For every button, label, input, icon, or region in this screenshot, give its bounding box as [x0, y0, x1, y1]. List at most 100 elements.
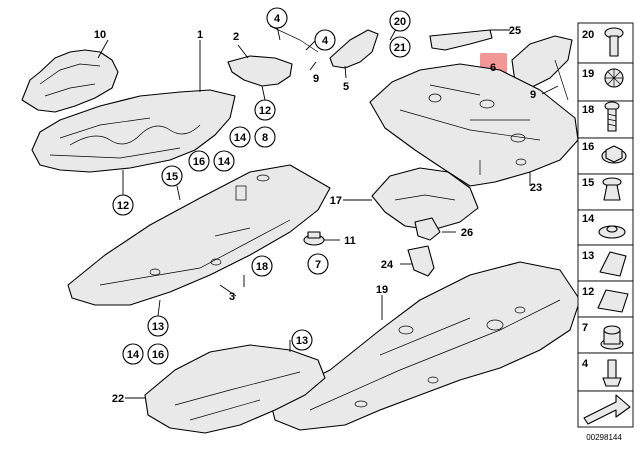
callout-4b-label: 4: [322, 35, 329, 47]
callout-22-label: 22: [112, 393, 124, 405]
part-5-drawing[interactable]: [269, 25, 379, 69]
callout-20-label: 21: [394, 42, 406, 54]
callout-7-label: 7: [315, 259, 321, 271]
part-25-drawing[interactable]: [429, 29, 493, 51]
part-17-drawing[interactable]: [371, 167, 479, 231]
callout-2-label: 2: [233, 31, 239, 43]
callout-4a[interactable]: 4: [266, 7, 288, 29]
callout-8b[interactable]: 8: [254, 126, 276, 148]
callout-10[interactable]: 10: [94, 29, 106, 41]
part-21-drawing[interactable]: [269, 261, 581, 431]
spring-nut-icon: [597, 289, 629, 313]
expanding-rivet-icon: [602, 177, 622, 201]
document-number: 00298144: [586, 433, 622, 442]
callout-11-label: 11: [344, 235, 356, 247]
callout-12a[interactable]: 12: [254, 99, 276, 121]
callout-9[interactable]: 9: [530, 89, 536, 101]
flange-nut-icon: [601, 145, 627, 164]
callout-14a-label: 14: [234, 132, 247, 144]
sidebar-label-19: 19: [582, 68, 594, 80]
fastener-sidebar: 20 19 18 16 15 14 13 12 7 4: [577, 22, 634, 442]
part-1-drawing[interactable]: [31, 89, 236, 173]
screw-icon: [604, 101, 620, 132]
callout-10-label: 10: [94, 29, 106, 41]
sidebar-label-4: 4: [582, 358, 589, 370]
part-24-drawing[interactable]: [407, 245, 435, 277]
callout-5-label: 5: [343, 81, 349, 93]
sidebar-label-13: 13: [582, 250, 594, 262]
sidebar-label-20: 20: [582, 29, 594, 41]
callout-14b-label: 14: [218, 156, 231, 168]
callout-25-label: 25: [509, 25, 521, 37]
callout-14b[interactable]: 14: [213, 150, 235, 172]
part-23-drawing[interactable]: [369, 63, 579, 187]
callout-18[interactable]: 18: [251, 255, 273, 277]
callout-14c-label: 14: [127, 349, 140, 361]
callout-14c[interactable]: 14: [122, 343, 144, 365]
callout-16b[interactable]: 16: [147, 343, 169, 365]
callout-22[interactable]: 22: [112, 393, 124, 405]
callout-6-label: 6: [490, 62, 496, 74]
part-22-drawing[interactable]: [144, 344, 326, 434]
callout-21-label: 19: [376, 284, 388, 296]
callout-15[interactable]: 15: [161, 165, 183, 187]
callout-13b-label: 13: [296, 335, 308, 347]
callout-13b[interactable]: 13: [291, 329, 313, 351]
sidebar-label-12: 12: [582, 286, 594, 298]
callout-8[interactable]: 9: [313, 73, 319, 85]
callout-15-label: 15: [166, 171, 178, 183]
clip-nut-icon: [599, 251, 627, 277]
part-2-drawing[interactable]: [227, 55, 293, 87]
push-rivet-icon: [604, 27, 624, 57]
bolt-icon: [602, 359, 622, 387]
callout-6[interactable]: 6: [490, 62, 496, 74]
callout-8-label: 9: [313, 73, 319, 85]
callout-23-label: 23: [530, 182, 542, 194]
callout-3-label: 3: [229, 291, 235, 303]
leader-lines: [97, 21, 559, 399]
callout-24-label: 24: [381, 259, 394, 271]
callout-14a[interactable]: 14: [229, 126, 251, 148]
sidebar-label-18: 18: [582, 104, 594, 116]
callout-9-label: 9: [530, 89, 536, 101]
arrow-icon: [583, 394, 631, 425]
callout-17[interactable]: 17: [330, 195, 342, 207]
callout-3[interactable]: 3: [229, 291, 235, 303]
sidebar-label-15: 15: [582, 177, 594, 189]
callout-26[interactable]: 26: [461, 227, 473, 239]
callout-13a-label: 13: [152, 321, 164, 333]
callout-19-label: 20: [394, 16, 406, 28]
star-clip-icon: [604, 68, 624, 88]
callout-20[interactable]: 21: [389, 36, 411, 58]
callout-1[interactable]: 1: [197, 29, 203, 41]
washer-nut-icon: [598, 225, 626, 239]
part-11-drawing[interactable]: [303, 231, 325, 246]
callout-13a[interactable]: 13: [147, 315, 169, 337]
callout-16a-label: 16: [193, 156, 205, 168]
callout-12b-label: 12: [117, 200, 129, 212]
callout-12b[interactable]: 12: [112, 194, 134, 216]
callout-19[interactable]: 20: [389, 10, 411, 32]
callout-5[interactable]: 5: [343, 81, 349, 93]
callout-23[interactable]: 23: [530, 182, 542, 194]
part-10-drawing[interactable]: [21, 49, 119, 113]
sidebar-label-7: 7: [582, 322, 588, 334]
callout-16a[interactable]: 16: [188, 150, 210, 172]
callout-11[interactable]: 11: [344, 235, 356, 247]
callout-2[interactable]: 2: [233, 31, 239, 43]
sidebar-label-16: 16: [582, 141, 594, 153]
callout-7[interactable]: 7: [307, 253, 329, 275]
callout-12a-label: 12: [259, 105, 271, 117]
callout-4b[interactable]: 4: [314, 29, 336, 51]
part-26-drawing[interactable]: [414, 217, 441, 241]
part-3-drawing[interactable]: [67, 164, 331, 306]
callout-25[interactable]: 25: [509, 25, 521, 37]
callout-24[interactable]: 24: [381, 259, 394, 271]
plastic-nut-icon: [600, 325, 624, 350]
callout-18-label: 18: [256, 261, 268, 273]
callout-26-label: 26: [461, 227, 473, 239]
callout-21[interactable]: 19: [376, 284, 388, 296]
callout-4a-label: 4: [274, 13, 281, 25]
callout-8b-label: 8: [262, 132, 268, 144]
